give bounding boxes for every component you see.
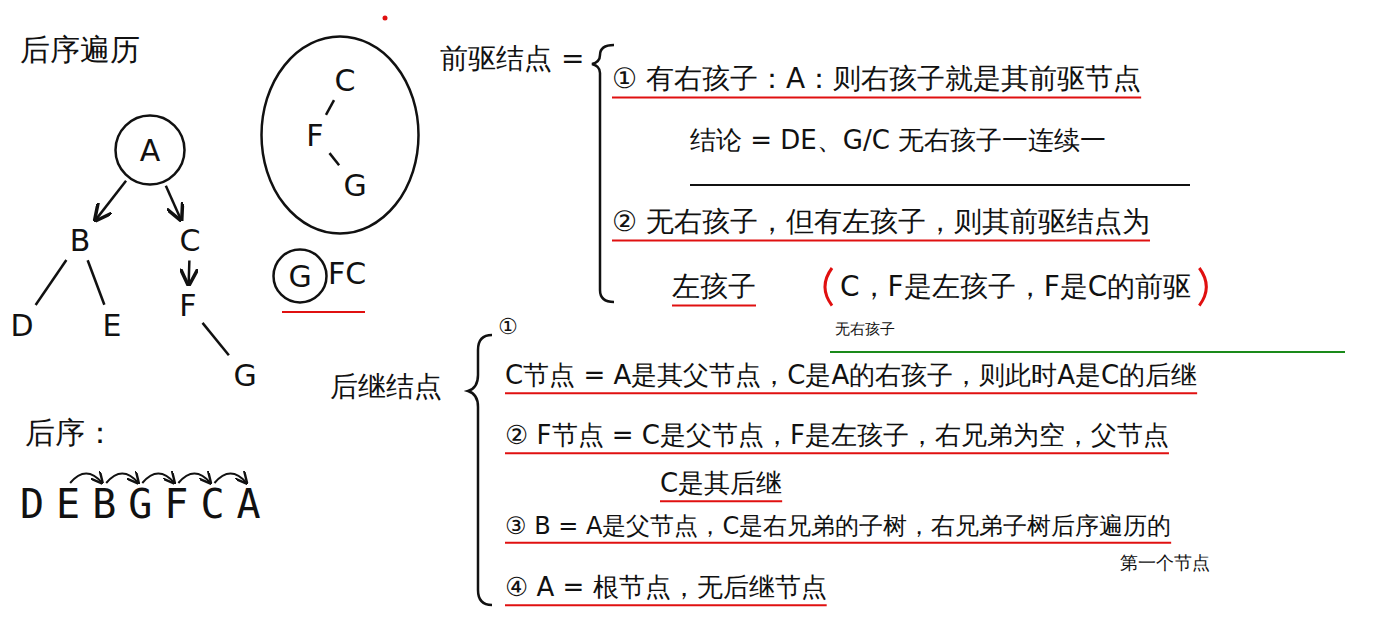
tree-edge <box>166 186 181 220</box>
tree-node: F <box>302 118 327 153</box>
node-letter: F <box>179 289 196 322</box>
curly-bracket <box>592 45 614 302</box>
note-text: 左孩子 <box>672 270 756 304</box>
tree-node: D <box>6 308 37 343</box>
red-underline <box>505 604 827 606</box>
node-letter: C <box>180 224 201 257</box>
curly-bracket <box>468 335 492 605</box>
node-letter: G <box>288 260 311 293</box>
tree-node: G <box>229 358 260 393</box>
note-text: C是其后继 <box>660 468 782 499</box>
red-underline <box>505 452 1169 454</box>
node-letter: E <box>103 309 122 342</box>
note-text: ② F节点 = C是父节点，F是左孩子，右兄弟为空，父节点 <box>505 420 1169 451</box>
green-underline <box>830 351 1345 353</box>
node-letter: G <box>343 169 366 202</box>
node-letter: F <box>306 119 323 152</box>
red-underline <box>505 392 1197 394</box>
note-text: ② 无右孩子，但有左孩子，则其前驱结点为 <box>612 205 1150 239</box>
circle-outline <box>116 116 185 185</box>
tree-edge <box>88 260 105 304</box>
note-text: 第一个节点 <box>1120 552 1210 574</box>
tree-node: C <box>331 63 360 98</box>
node-letter: A <box>140 134 161 167</box>
circled-tree-node: G <box>272 248 328 304</box>
node-letter: G <box>233 359 256 392</box>
traversal-sequence: DEBGFCA <box>20 480 273 528</box>
note-text: 前驱结点 = <box>440 42 584 76</box>
note-text: C，F是左孩子，F是C的前驱 <box>840 270 1191 304</box>
subtree-circle: CFG <box>260 35 420 235</box>
red-dot <box>383 16 388 21</box>
note-text: FC <box>328 256 366 292</box>
note-text: ① <box>498 314 518 340</box>
note-text: ① 有右孩子：A：则右孩子就是其前驱节点 <box>612 62 1141 96</box>
circled-tree-node: A <box>114 114 186 186</box>
note-text: ④ A = 根节点，无后继节点 <box>505 572 827 603</box>
note-text: 后序： <box>25 415 115 451</box>
note-text: 后继结点 <box>330 370 442 404</box>
tree-edge <box>36 260 67 305</box>
page-title: 后序遍历 <box>20 32 140 68</box>
node-letter: C <box>335 64 356 97</box>
red-parenthesis <box>825 268 832 306</box>
red-parenthesis <box>1199 268 1206 306</box>
red-underline <box>660 500 782 502</box>
red-underline <box>505 542 1171 544</box>
tree-edge <box>203 323 229 355</box>
red-underline <box>282 311 365 313</box>
tree-node: F <box>175 288 200 323</box>
red-underline <box>672 305 756 307</box>
note-text: C节点 = A是其父节点，C是A的右孩子，则此时A是C的后继 <box>505 360 1197 391</box>
tree-edge <box>326 100 334 115</box>
node-letter: B <box>70 224 91 257</box>
circle-outline <box>274 250 327 303</box>
tree-edge <box>329 153 339 165</box>
tree-node: B <box>66 223 95 258</box>
divider-line <box>690 184 1190 186</box>
tree-node: G <box>339 168 370 203</box>
tree-node: C <box>176 223 205 258</box>
red-underline <box>612 240 1150 242</box>
note-text: 结论 = DE、G/C 无右孩子一连续一 <box>690 125 1106 156</box>
note-text: 无右孩子 <box>835 320 895 338</box>
red-underline <box>612 97 1141 99</box>
tree-edge <box>187 260 190 284</box>
note-text: ③ B = A是父节点，C是右兄弟的子树，右兄弟子树后序遍历的 <box>505 512 1171 541</box>
node-letter: D <box>10 309 33 342</box>
circle-outline <box>262 37 419 234</box>
tree-node: E <box>99 308 126 343</box>
tree-edge <box>95 181 126 220</box>
